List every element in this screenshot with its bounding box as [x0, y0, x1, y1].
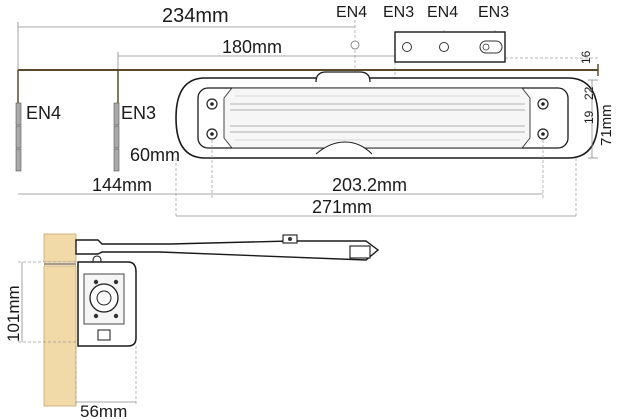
label-22: 22: [582, 86, 596, 100]
label-60mm: 60mm: [130, 145, 180, 165]
wood-door: [43, 265, 77, 407]
label-71mm: 71mm: [598, 104, 615, 146]
closer-body-top-view: [175, 71, 599, 159]
label-180mm: 180mm: [222, 37, 282, 57]
label-top-en3-left: EN3: [383, 4, 414, 21]
label-top-en4: EN4: [336, 4, 367, 21]
body-bottom-bump: [315, 141, 373, 155]
hinge-pin-mid: [113, 102, 120, 172]
arm-shoe: [349, 245, 371, 259]
label-234mm: 234mm: [162, 5, 229, 27]
body-channel: [223, 87, 531, 149]
label-left-en3: EN3: [121, 103, 156, 123]
wood-frame-top: [43, 233, 77, 263]
label-203mm: 203.2mm: [332, 175, 407, 195]
label-16: 16: [579, 50, 593, 64]
plate-slot-hole: [482, 43, 490, 51]
plate-hole: [402, 42, 412, 52]
hinge-pin-left: [15, 102, 22, 172]
side-view: 101mm 56mm: [4, 233, 380, 420]
label-top-en3-right: EN3: [478, 4, 509, 21]
closer-arm-side: [75, 239, 380, 261]
plate-hole: [439, 42, 449, 52]
label-101mm: 101mm: [4, 285, 23, 342]
label-left-en4: EN4: [26, 103, 61, 123]
body-top-bump: [315, 71, 371, 83]
label-top-en4-mid: EN4: [427, 4, 458, 21]
en4-hole-marker: [350, 40, 360, 50]
mounting-plate: [394, 31, 506, 63]
label-56mm: 56mm: [80, 402, 127, 420]
label-144mm: 144mm: [92, 175, 152, 195]
label-271mm: 271mm: [312, 197, 372, 217]
label-19: 19: [582, 110, 596, 124]
